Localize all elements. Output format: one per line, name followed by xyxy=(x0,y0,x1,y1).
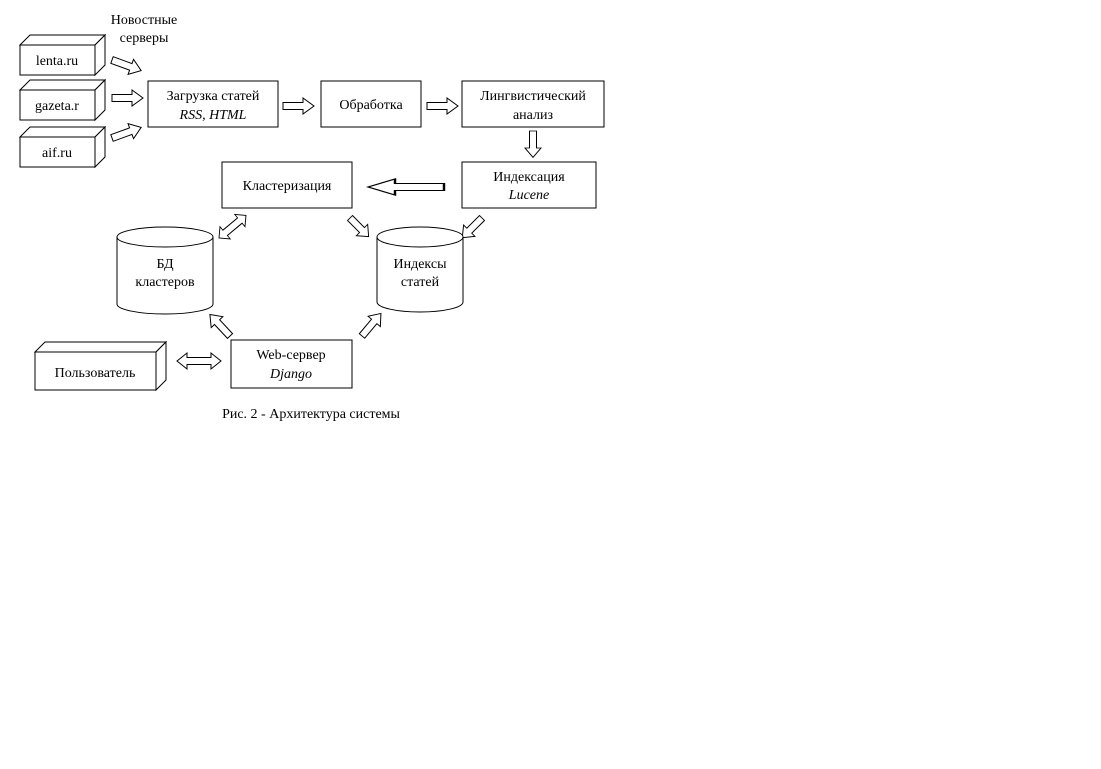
user-label: Пользователь xyxy=(55,366,136,381)
linguistic-line2: анализ xyxy=(513,108,554,123)
arrow-user-webserver-bidirectional xyxy=(176,352,222,370)
server-lenta-label: lenta.ru xyxy=(36,54,78,69)
webserver-line1: Web-сервер xyxy=(256,348,325,363)
arrow-clustering-to-indexes xyxy=(343,211,375,243)
server-aif-label: aif.ru xyxy=(42,146,72,161)
indexing-line2: Lucene xyxy=(508,188,549,203)
indexing-box: Индексация Lucene xyxy=(461,161,597,209)
arrow-indexing-to-clustering xyxy=(366,177,446,197)
db-clusters-line1: БД xyxy=(156,257,174,272)
linguistic-analysis-box: Лингвистический анализ xyxy=(461,80,605,128)
indexing-line1: Индексация xyxy=(493,170,565,185)
db-clusters-line2: кластеров xyxy=(135,275,195,290)
server-lenta: lenta.ru xyxy=(18,33,107,77)
server-aif: aif.ru xyxy=(18,125,107,169)
arrow-load-to-processing xyxy=(282,97,315,115)
arrow-clustering-db-bidirectional xyxy=(213,208,252,245)
servers-label-line2: серверы xyxy=(120,31,169,46)
clustering-box: Кластеризация xyxy=(221,161,353,209)
article-indexes-cylinder: Индексы статей xyxy=(376,226,464,313)
figure-caption: Рис. 2 - Архитектура системы xyxy=(222,407,400,422)
arrow-webserver-to-indexes xyxy=(355,307,388,342)
arrow-processing-to-linguistic xyxy=(426,97,459,115)
server-gazeta-label: gazeta.r xyxy=(35,99,79,114)
arrow-gazeta-to-load xyxy=(111,89,144,107)
servers-label-line1: Новостные xyxy=(111,13,177,28)
arrow-linguistic-to-indexing xyxy=(524,130,542,158)
db-clusters-cylinder: БД кластеров xyxy=(116,226,214,315)
server-gazeta: gazeta.r xyxy=(18,78,107,122)
load-articles-line2: RSS, HTML xyxy=(179,108,247,123)
arrow-aif-to-load xyxy=(108,119,145,147)
webserver-box: Web-сервер Django xyxy=(230,339,353,389)
arrow-lenta-to-load xyxy=(108,51,145,79)
processing-box: Обработка xyxy=(320,80,422,128)
article-indexes-line2: статей xyxy=(401,275,440,290)
load-articles-line1: Загрузка статей xyxy=(167,89,260,104)
user-box: Пользователь xyxy=(33,340,168,392)
linguistic-line1: Лингвистический xyxy=(480,89,586,104)
load-articles-box: Загрузка статей RSS, HTML xyxy=(147,80,279,128)
webserver-line2: Django xyxy=(269,367,312,382)
article-indexes-line1: Индексы xyxy=(393,257,447,272)
clustering-label: Кластеризация xyxy=(243,179,332,194)
processing-label: Обработка xyxy=(339,98,403,113)
arrow-webserver-to-db xyxy=(203,308,237,342)
